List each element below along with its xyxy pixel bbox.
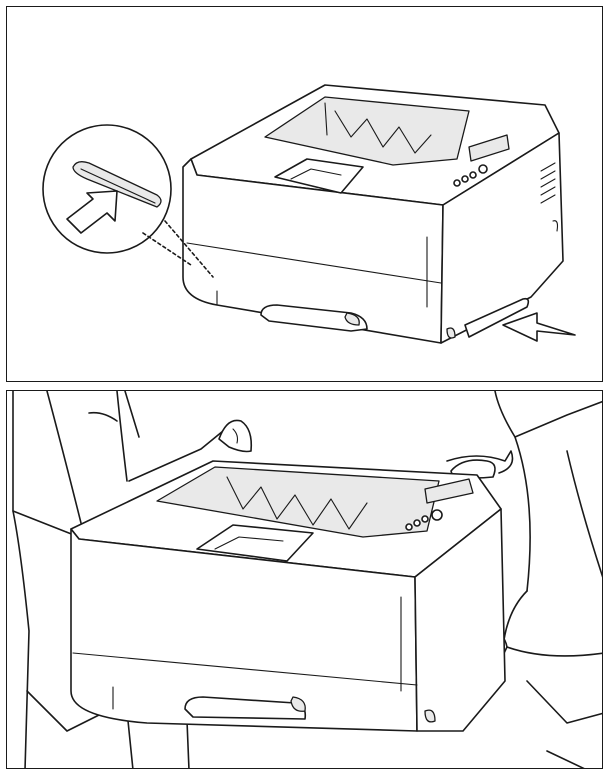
top-illustration-panel — [6, 6, 603, 382]
printer-handhold-illustration — [7, 7, 603, 382]
bottom-illustration-panel — [6, 390, 603, 769]
power-switch — [425, 710, 435, 722]
right-arrow — [503, 313, 575, 341]
control-button — [479, 165, 487, 173]
left-hand — [219, 420, 251, 451]
printer-lifted — [71, 461, 505, 731]
printer-lifting-illustration — [7, 391, 603, 769]
magnified-handhold-circle — [43, 125, 171, 253]
control-button — [432, 510, 442, 520]
power-switch — [447, 328, 455, 338]
printer-top-view — [183, 85, 563, 343]
